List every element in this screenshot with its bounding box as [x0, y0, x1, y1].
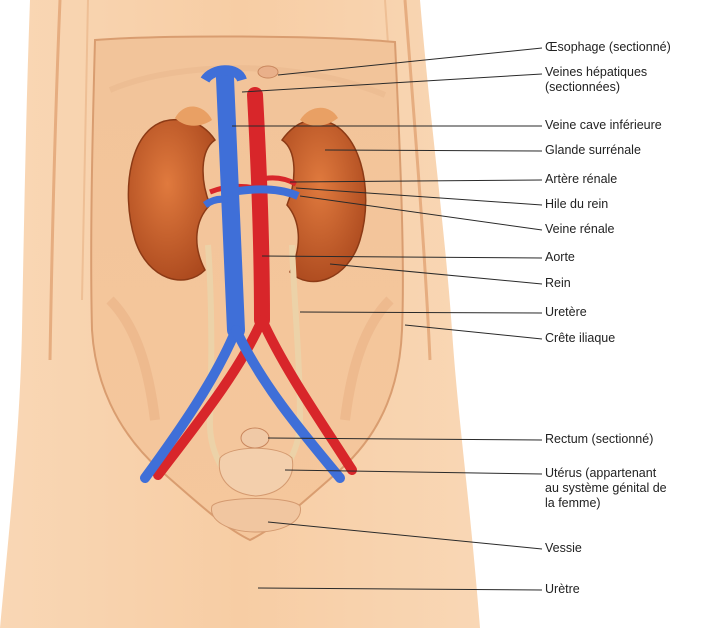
- rectum: [241, 428, 269, 448]
- label-rein: Rein: [545, 276, 571, 291]
- label-aorte: Aorte: [545, 250, 575, 265]
- label-artere-renale: Artère rénale: [545, 172, 617, 187]
- label-crete-iliaque: Crête iliaque: [545, 331, 615, 346]
- label-hile: Hile du rein: [545, 197, 608, 212]
- label-uretre: Urètre: [545, 582, 580, 597]
- label-uterus: Utérus (appartenant au système génital d…: [545, 466, 667, 511]
- esophagus: [258, 66, 278, 78]
- label-vessie: Vessie: [545, 541, 582, 556]
- label-rectum: Rectum (sectionné): [545, 432, 653, 447]
- label-veine-renale: Veine rénale: [545, 222, 615, 237]
- aorta: [255, 95, 262, 320]
- inferior-vena-cava: [225, 78, 236, 330]
- label-glande-surrenale: Glande surrénale: [545, 143, 641, 158]
- label-oesophage: Œsophage (sectionné): [545, 40, 671, 55]
- label-veine-cave: Veine cave inférieure: [545, 118, 662, 133]
- label-uretere: Uretère: [545, 305, 587, 320]
- label-veines-hepatiques: Veines hépatiques (sectionnées): [545, 65, 647, 95]
